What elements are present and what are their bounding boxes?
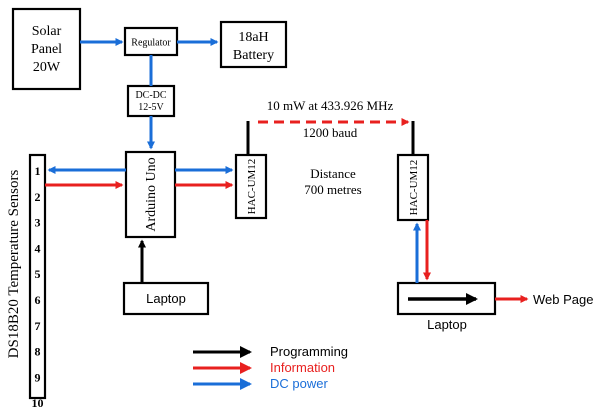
web-page-label: Web Page xyxy=(533,292,593,307)
hac-right-label: HAC-UM12 xyxy=(408,160,420,216)
sensors-title: DS18B20 Temperature Sensors xyxy=(6,170,22,359)
sensor-numbers: 1 2 3 4 5 6 7 8 9 10 xyxy=(32,164,44,407)
regulator-block: Regulator xyxy=(123,26,179,57)
sensor-number-3: 3 xyxy=(35,216,41,230)
sensor-number-5: 5 xyxy=(35,267,41,281)
battery-line2: Battery xyxy=(233,48,274,63)
sensor-number-7: 7 xyxy=(35,319,41,333)
laptop-right-block: Laptop xyxy=(396,281,497,332)
sensor-number-4: 4 xyxy=(35,241,41,255)
sensor-number-10: 10 xyxy=(32,396,44,407)
sensor-number-8: 8 xyxy=(35,345,41,359)
sensor-number-6: 6 xyxy=(35,293,41,307)
sensor-column: 1 2 3 4 5 6 7 8 9 10 xyxy=(28,153,47,407)
laptop-left-block: Laptop xyxy=(122,281,210,316)
arduino-block: Arduino Uno xyxy=(124,150,177,239)
battery-block: 18aH Battery xyxy=(219,20,288,69)
legend-dc-power-label: DC power xyxy=(270,376,328,391)
arduino-label: Arduino Uno xyxy=(144,157,159,231)
legend-information-label: Information xyxy=(270,360,335,375)
hac-right-block: HAC-UM12 xyxy=(396,153,430,222)
solar-panel-block: Solar Panel 20W xyxy=(11,7,82,91)
dcdc-line1: DC-DC xyxy=(135,90,166,101)
solar-panel-line1: Solar xyxy=(32,24,62,39)
legend-programming-label: Programming xyxy=(270,344,348,359)
distance-value: 700 metres xyxy=(304,182,361,197)
regulator-label: Regulator xyxy=(131,38,171,49)
radio-baud: 1200 baud xyxy=(303,125,358,140)
sensor-number-2: 2 xyxy=(35,190,41,204)
distance-label: Distance xyxy=(310,166,356,181)
dcdc-line2: 12-5V xyxy=(138,102,164,113)
laptop-right-label: Laptop xyxy=(427,317,467,332)
battery-line1: 18aH xyxy=(238,30,268,45)
sensor-number-1: 1 xyxy=(35,164,41,178)
sensor-number-9: 9 xyxy=(35,370,41,384)
laptop-left-label: Laptop xyxy=(146,291,186,306)
hac-left-block: HAC-UM12 xyxy=(234,153,268,220)
dcdc-block: DC-DC 12-5V xyxy=(126,84,176,118)
solar-panel-line2: Panel xyxy=(31,42,62,57)
radio-power-freq: 10 mW at 433.926 MHz xyxy=(267,98,394,113)
legend: Programming Information DC power xyxy=(193,344,348,391)
solar-panel-line3: 20W xyxy=(33,60,61,75)
hac-left-label: HAC-UM12 xyxy=(246,159,258,215)
